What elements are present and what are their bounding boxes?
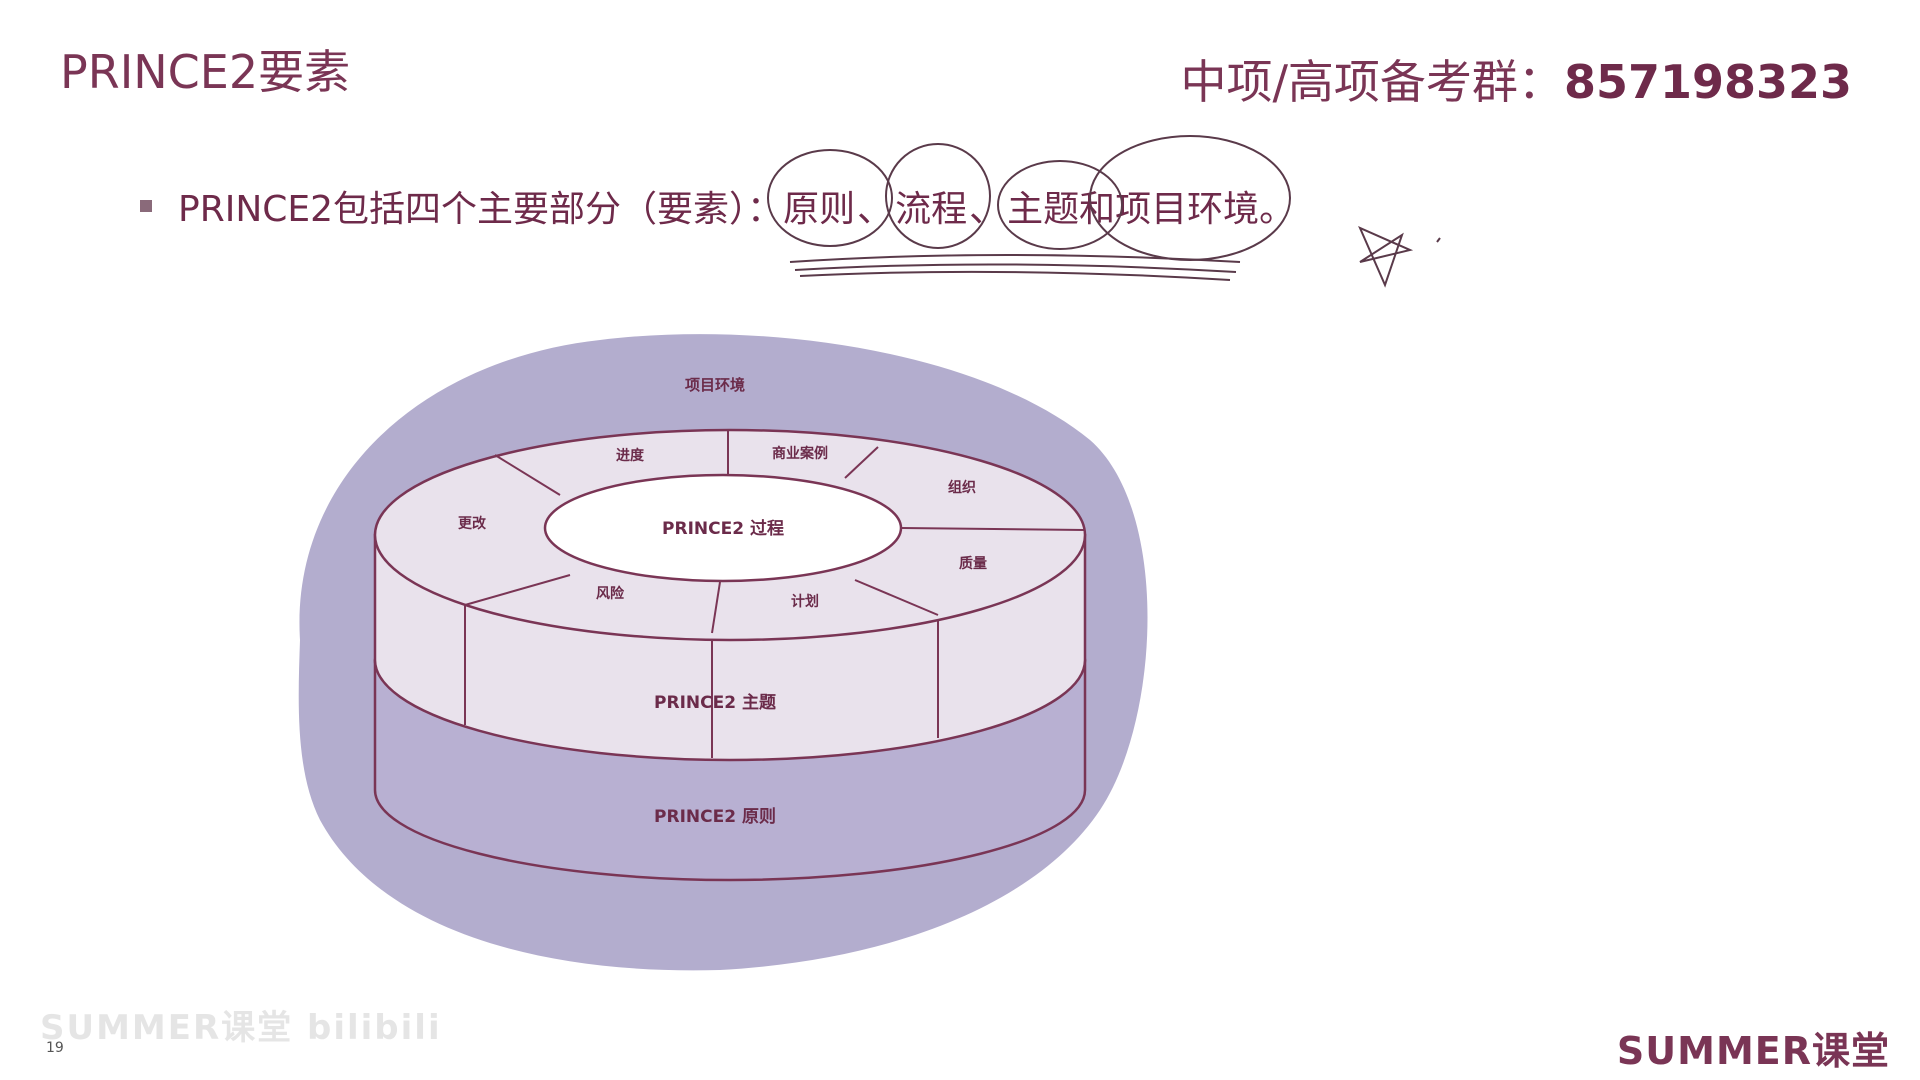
theme-quality: 质量 xyxy=(959,555,987,572)
theme-organization: 组织 xyxy=(948,479,976,496)
bullet-icon xyxy=(140,200,152,212)
watermark: SUMMER课堂 bilibili xyxy=(40,1008,442,1048)
page-number: 19 xyxy=(46,1040,64,1056)
themes-band-label: PRINCE2 主题 xyxy=(654,692,777,713)
study-group-label: 中项/高项备考群： xyxy=(1180,55,1564,109)
principles-band-label: PRINCE2 原则 xyxy=(654,806,776,827)
brand-logo: SUMMER课堂 xyxy=(1616,1029,1890,1073)
theme-business-case: 商业案例 xyxy=(772,445,828,462)
theme-progress: 进度 xyxy=(616,447,645,464)
project-environment-label: 项目环境 xyxy=(685,376,745,394)
theme-plans: 计划 xyxy=(791,593,819,610)
processes-center xyxy=(543,473,903,583)
study-group-number: 857198323 xyxy=(1563,55,1852,109)
processes-center-label: PRINCE2 过程 xyxy=(662,519,784,539)
slide-title: PRINCE2要素 xyxy=(60,45,351,99)
theme-risk: 风险 xyxy=(596,585,625,602)
theme-change: 更改 xyxy=(458,515,487,532)
study-group-info: 中项/高项备考群：857198323 xyxy=(1180,46,1852,112)
bullet-prefix: PRINCE2包括四个主要部分（要素）： xyxy=(178,189,784,230)
